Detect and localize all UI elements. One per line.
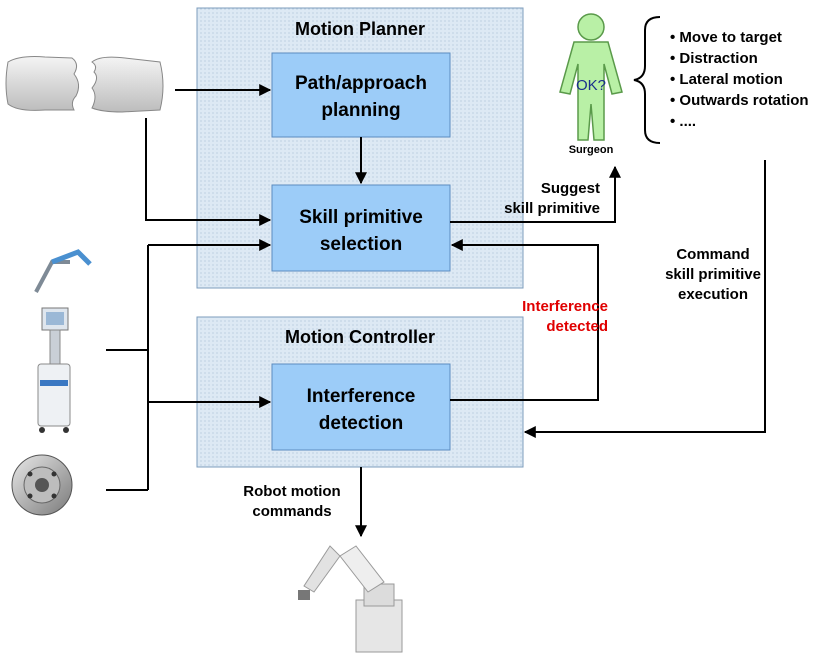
path-planning-block: Path/approach planning: [271, 52, 451, 138]
edge-labels: Suggest skill primitive Command skill pr…: [243, 180, 761, 520]
suggest-label-line1: Suggest: [541, 180, 600, 197]
interference-detected-line2: detected: [546, 318, 608, 335]
path-planning-label-line1: Path/approach: [295, 73, 427, 94]
command-label-line1: Command: [676, 246, 749, 263]
command-label-line2: skill primitive: [665, 266, 761, 283]
interference-label-line2: detection: [319, 413, 403, 434]
skill-list-item: • Distraction: [670, 50, 758, 67]
navigation-system-image: [34, 249, 92, 433]
skill-selection-label-line1: Skill primitive: [299, 207, 423, 228]
skill-selection-block: Skill primitive selection: [271, 184, 451, 272]
surgeon-caption: Surgeon: [569, 144, 614, 156]
arrow-command-execution: [523, 160, 766, 438]
skill-selection-label-line2: selection: [320, 234, 402, 255]
skill-list-item: • ....: [670, 113, 696, 130]
skill-list-item: • Outwards rotation: [670, 92, 809, 109]
interference-label-line1: Interference: [307, 386, 416, 407]
command-label-line3: execution: [678, 286, 748, 303]
bone-image: [5, 56, 164, 113]
surgeon-figure: OK? Surgeon: [559, 13, 623, 156]
skill-list-item: • Lateral motion: [670, 71, 783, 88]
arrow-bone-to-skill: [145, 118, 272, 226]
interference-detected-line1: Interference: [522, 298, 608, 315]
connectors: [106, 84, 766, 538]
suggest-label-line2: skill primitive: [504, 200, 600, 217]
robot-commands-line1: Robot motion: [243, 483, 340, 500]
robot-arm-image: [298, 545, 403, 653]
robot-commands-line2: commands: [252, 503, 331, 520]
motion-planner-title: Motion Planner: [295, 19, 425, 39]
path-planning-label-line2: planning: [321, 100, 400, 121]
force-sensor-image: [11, 454, 73, 516]
motion-controller-title: Motion Controller: [285, 327, 435, 347]
skill-list-item: • Move to target: [670, 29, 782, 46]
arrow-interference-to-skill: [450, 239, 599, 401]
interference-detection-block: Interference detection: [271, 363, 451, 451]
surgeon-ok-label: OK?: [576, 77, 606, 94]
arrow-skill-to-surgeon: [450, 165, 621, 223]
list-brace: [633, 16, 661, 144]
skill-primitive-list: • Move to target • Distraction • Lateral…: [670, 29, 809, 130]
